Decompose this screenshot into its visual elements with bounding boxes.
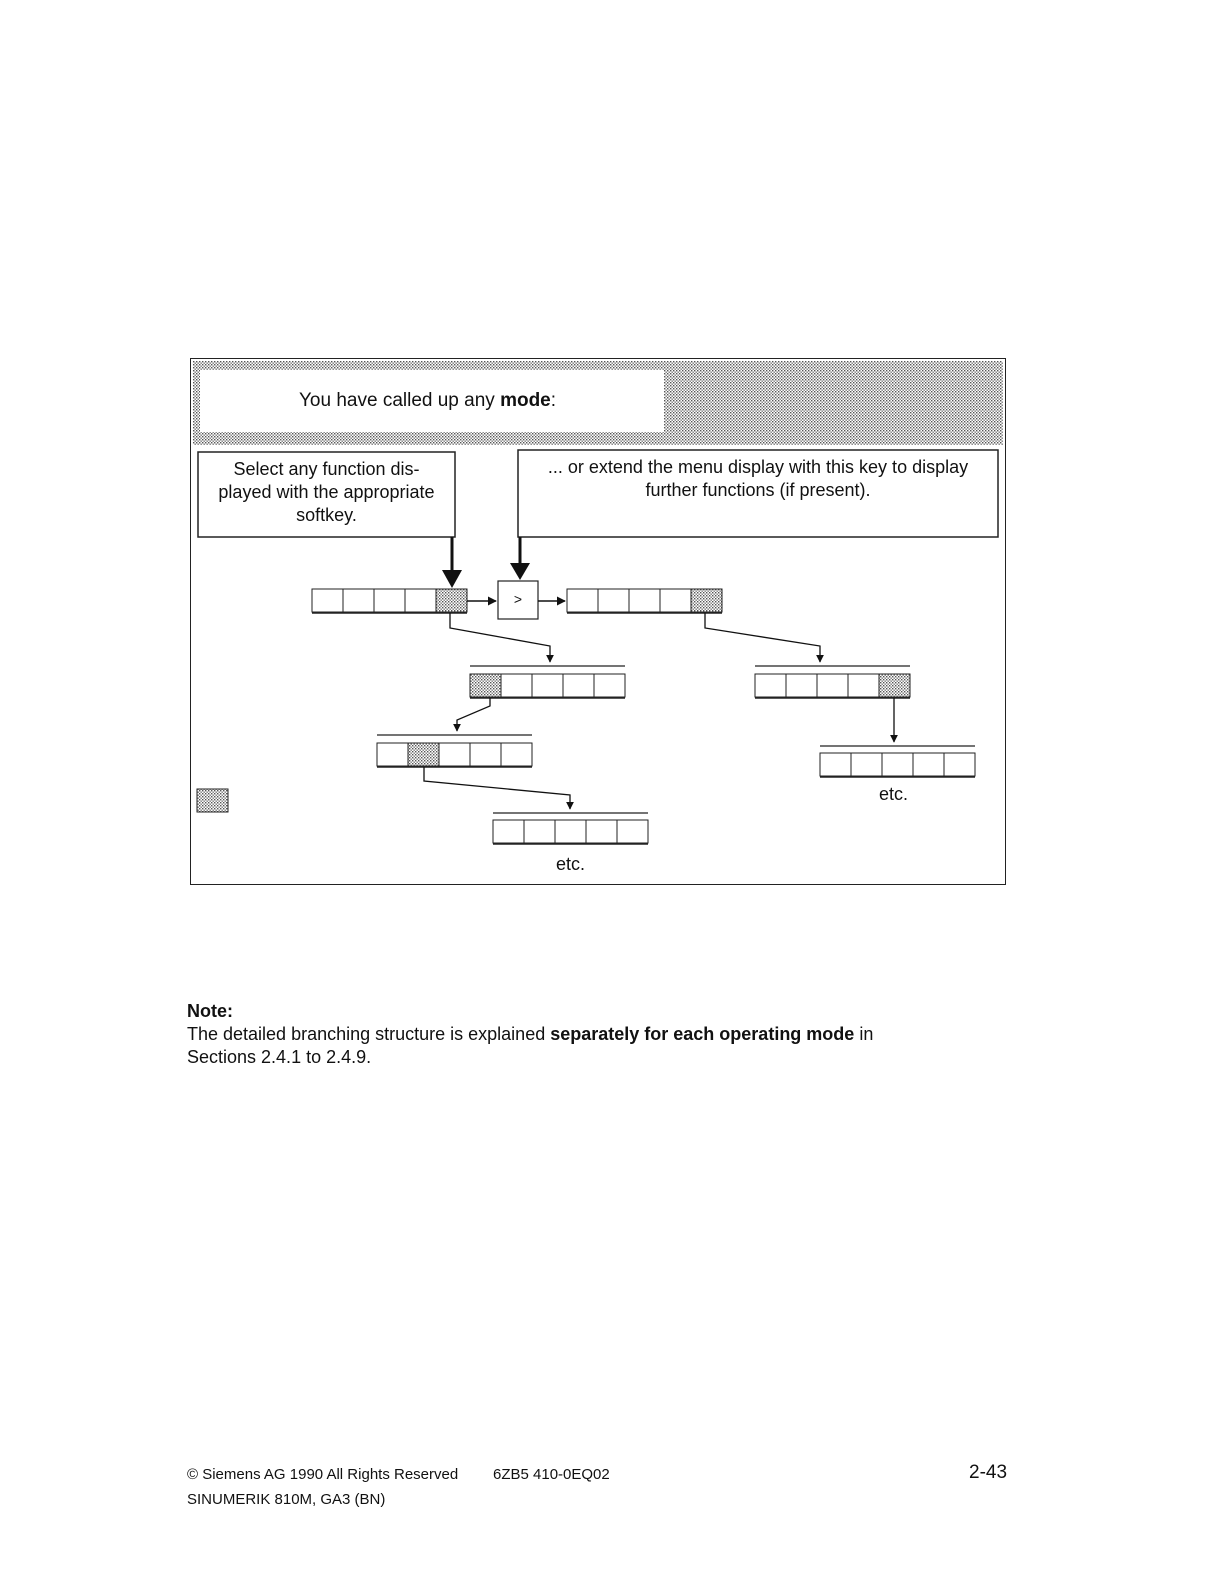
- footer-copyright: © Siemens AG 1990 All Rights Reserved: [187, 1466, 459, 1483]
- extend-key-label: >: [513, 591, 523, 607]
- softkey-row-level2-right: [754, 673, 911, 699]
- left-callout-text: Select any function dis- played with the…: [218, 459, 435, 525]
- note-line-prefix: The detailed branching structure is expl…: [187, 1024, 551, 1044]
- header-text: You have called up any mode:: [299, 390, 556, 412]
- header-suffix: :: [550, 390, 557, 411]
- softkey-row-level2-left: [469, 673, 626, 699]
- diagram-graphics: [190, 358, 1006, 885]
- extend-key: [497, 580, 539, 620]
- note-title: Note:: [187, 1001, 233, 1021]
- left-callout-arrow: [442, 570, 462, 588]
- right-callout-text: ... or extend the menu display with this…: [547, 457, 969, 500]
- header-panel: [200, 370, 664, 432]
- softkey-row-level3-left: [376, 742, 533, 768]
- note-line-suffix: in: [854, 1024, 874, 1044]
- etc-label-bottom: etc.: [556, 854, 586, 874]
- right-callout-arrow: [510, 563, 530, 580]
- header-prefix: You have called up any: [299, 390, 501, 411]
- footer-product: SINUMERIK 810M, GA3 (BN): [187, 1491, 386, 1508]
- note-line-bold: separately for each operating mode: [550, 1024, 855, 1044]
- left-callout-box: [197, 451, 456, 538]
- softkey-row-main: [311, 588, 468, 614]
- menu-tree-diagram: You have called up any mode: Select any …: [190, 358, 1006, 885]
- note-line-2: Sections 2.4.1 to 2.4.9.: [187, 1047, 372, 1067]
- note-line-1: The detailed branching structure is expl…: [187, 1023, 1027, 1046]
- softkey-row-level4: [492, 819, 649, 845]
- selected-softkey-legend-swatch: [196, 788, 229, 813]
- diagram-frame: [190, 358, 1006, 885]
- header-emphasis: mode: [500, 390, 551, 411]
- note-block: Note: The detailed branching structure i…: [187, 1000, 1027, 1069]
- softkey-row-extended: [566, 588, 723, 614]
- footer-order-number: 6ZB5 410-0EQ02: [493, 1466, 610, 1483]
- etc-label-right: etc.: [879, 784, 909, 804]
- page-number: 2-43: [969, 1462, 1008, 1483]
- right-callout-box: [517, 449, 999, 538]
- softkey-row-level3-right: [819, 752, 976, 778]
